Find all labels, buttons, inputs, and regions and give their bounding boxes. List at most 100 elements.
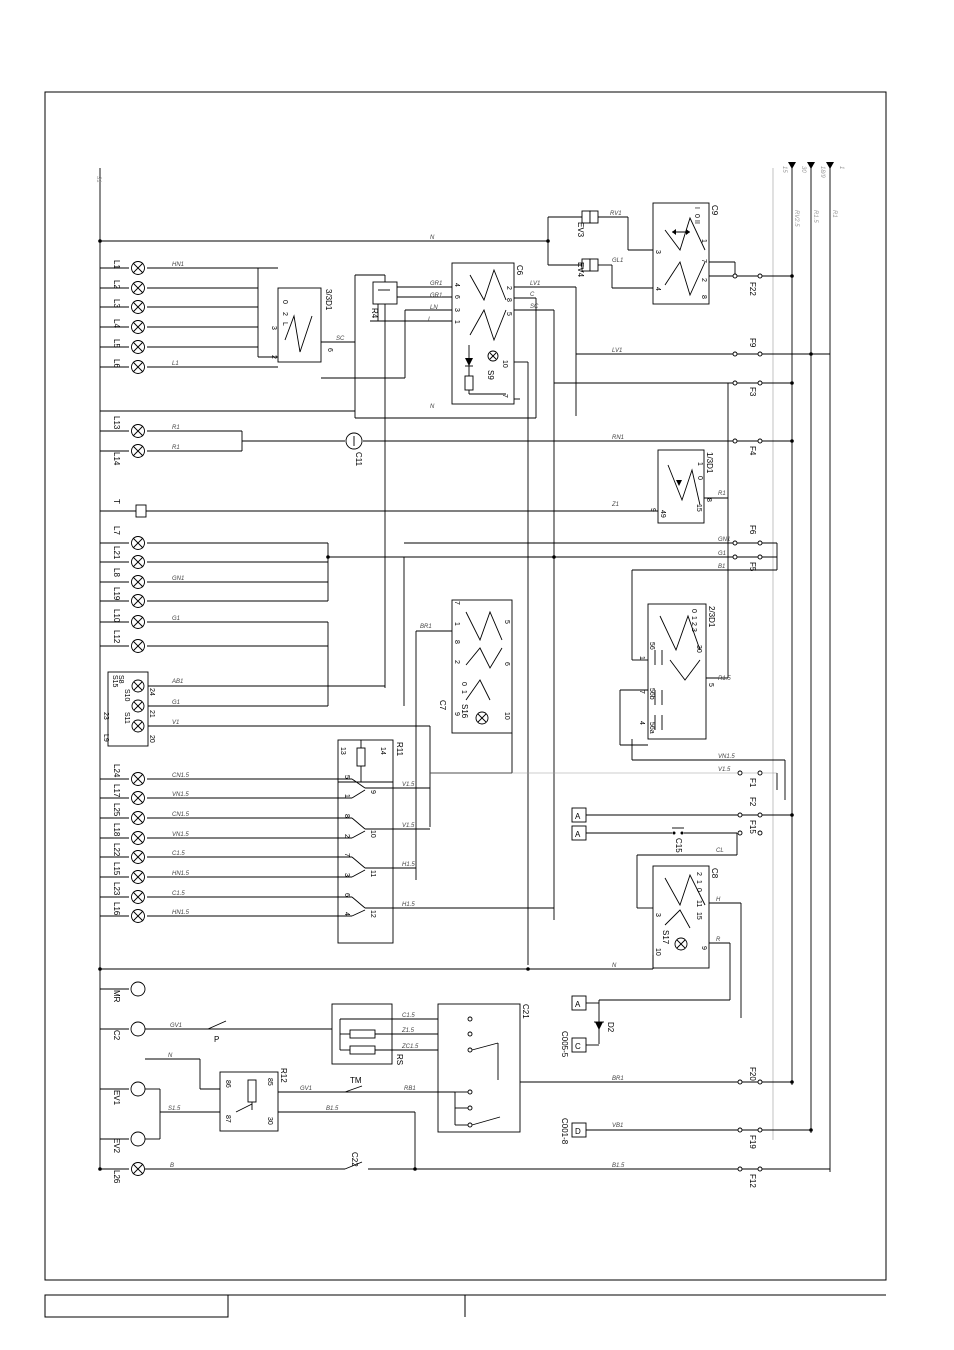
conn-a3-label: A: [575, 1000, 581, 1009]
label-l17: L17: [112, 784, 121, 798]
wire-label-n: N: [430, 235, 435, 241]
label-ev2: EV2: [112, 1138, 121, 1154]
r11-pin-4: 4: [343, 912, 350, 916]
wire-label-r15-b: R1.5: [718, 676, 731, 682]
wire-label-gn1-b: GN1: [718, 537, 730, 543]
wire-label-b: B: [170, 1163, 174, 1169]
sd2-pin-56b: 56b: [648, 688, 655, 700]
title-block-cell: [44, 1294, 229, 1318]
c8-pin-1: 1: [695, 880, 702, 884]
bus-label-18-9: 18/9: [819, 166, 825, 178]
bus-rails: [99, 162, 834, 1172]
ev3-label: EV3: [576, 222, 585, 238]
wire-label-gr1-b: GR1: [430, 293, 442, 299]
c9-switch: [652, 202, 792, 305]
label-l3: L3: [112, 299, 121, 308]
t-element: [100, 504, 658, 518]
wire-label-gv1-b: GV1: [300, 1086, 312, 1092]
c8-pin-10: 10: [654, 948, 661, 956]
wire-label-ab1: AB1: [171, 679, 183, 685]
r4-relay: [354, 274, 452, 418]
c9-pos-i: I: [693, 207, 700, 209]
label-l16: L16: [112, 902, 121, 916]
sd1-pin-49: 49: [659, 510, 666, 518]
wire-label-g1-b: G1: [718, 551, 726, 557]
c7-pin-7: 7: [453, 601, 460, 605]
wire-label-i: I: [428, 317, 430, 323]
sd2-pin-4: 4: [638, 721, 645, 725]
wire-label-c15-b: C1.5: [172, 891, 185, 897]
label-l12: L12: [112, 630, 121, 644]
fuse-f15: F15: [748, 820, 757, 834]
c6-pin-1: 1: [453, 320, 460, 324]
sd2-pin-56a: 56a: [648, 722, 655, 734]
wire-label-r1-b: R1: [172, 445, 180, 451]
wire-label-br1: BR1: [420, 624, 432, 630]
label-l13: L13: [112, 416, 121, 430]
wire-label-ln: LN: [430, 305, 438, 311]
lamp-l15: [131, 870, 145, 884]
sd1-switch: [657, 449, 705, 524]
label-ev1: EV1: [112, 1090, 121, 1106]
lamp-l26: [100, 1162, 345, 1176]
wire-label-hn15: HN1.5: [172, 871, 190, 877]
c7-pin-1: 1: [453, 622, 460, 626]
sd1-pos-1: 1: [696, 462, 703, 466]
bus-label-30: 30: [800, 166, 806, 173]
wires-top: [100, 216, 655, 289]
c9-pin-1: 1: [700, 239, 707, 243]
c6-pin-4: 4: [453, 283, 460, 287]
label-l4: L4: [112, 319, 121, 328]
c9-pin-2: 2: [700, 278, 707, 282]
wire-label-sc-2: SC: [530, 304, 539, 310]
label-c2: C2: [112, 1030, 121, 1041]
junction-dots: [98, 239, 813, 1171]
r11-pin-10: 10: [369, 830, 376, 838]
label-s8: S8: [117, 675, 124, 684]
c22-switch: [344, 1161, 830, 1170]
bus-label-15: 15: [781, 166, 787, 173]
s17-label: S17: [661, 930, 670, 945]
wire-label-gl1: GL1: [612, 258, 623, 264]
r12-pin-85: 85: [266, 1078, 273, 1086]
c22-label: C22: [350, 1152, 359, 1167]
c7-switch: [451, 599, 513, 734]
c8-pin-2: 2: [695, 872, 702, 876]
r11-pin-14: 14: [379, 747, 386, 755]
label-l23: L23: [112, 882, 121, 896]
wire-label-rn1: RN1: [612, 435, 624, 441]
c2-element: [100, 1021, 332, 1037]
sd2-pin-5: 5: [707, 683, 714, 687]
sd2-pin-1: 1: [638, 656, 645, 660]
ev1-element: [100, 1081, 161, 1139]
fuse-f6: F6: [748, 525, 757, 535]
wire-label-v15: V1.5: [718, 767, 731, 773]
wire-label-z15: Z1.5: [401, 1028, 415, 1034]
wire-label-lv1-b: LV1: [612, 348, 622, 354]
wire-label-sc: SC: [336, 336, 345, 342]
label-l10: L10: [112, 609, 121, 623]
c7-pin-6: 6: [503, 662, 510, 666]
c21-timer: [437, 1003, 521, 1133]
wire-label-lv1: LV1: [530, 281, 540, 287]
wire-label-r1-c: R1: [718, 491, 726, 497]
wire-label-h15-a: H1.5: [402, 862, 415, 868]
label-l19: L19: [112, 587, 121, 601]
c7-pin-0: 0: [460, 682, 467, 686]
wire-label-v15-b: V1.5: [402, 823, 415, 829]
wire-label-cl: CL: [716, 848, 724, 854]
wire-label-b15: B1.5: [326, 1106, 339, 1112]
r11-pin-7: 7: [343, 853, 350, 857]
fuse-f19: F19: [748, 1135, 757, 1149]
bus-label-1: 1: [838, 166, 844, 169]
c21-label: C21: [521, 1004, 530, 1019]
wire-label-n-3: N: [612, 963, 617, 969]
label-l5: L5: [112, 339, 121, 348]
r11-pin-5: 5: [343, 775, 350, 779]
lamp-l17: [131, 791, 145, 805]
c8-pin-11: 11: [695, 900, 702, 907]
wire-label-vn15-b: VN1.5: [172, 792, 189, 798]
wire-label-n-2: N: [430, 404, 435, 410]
c6-pin-6: 6: [453, 295, 460, 299]
wire-label-v1: V1: [172, 720, 179, 726]
